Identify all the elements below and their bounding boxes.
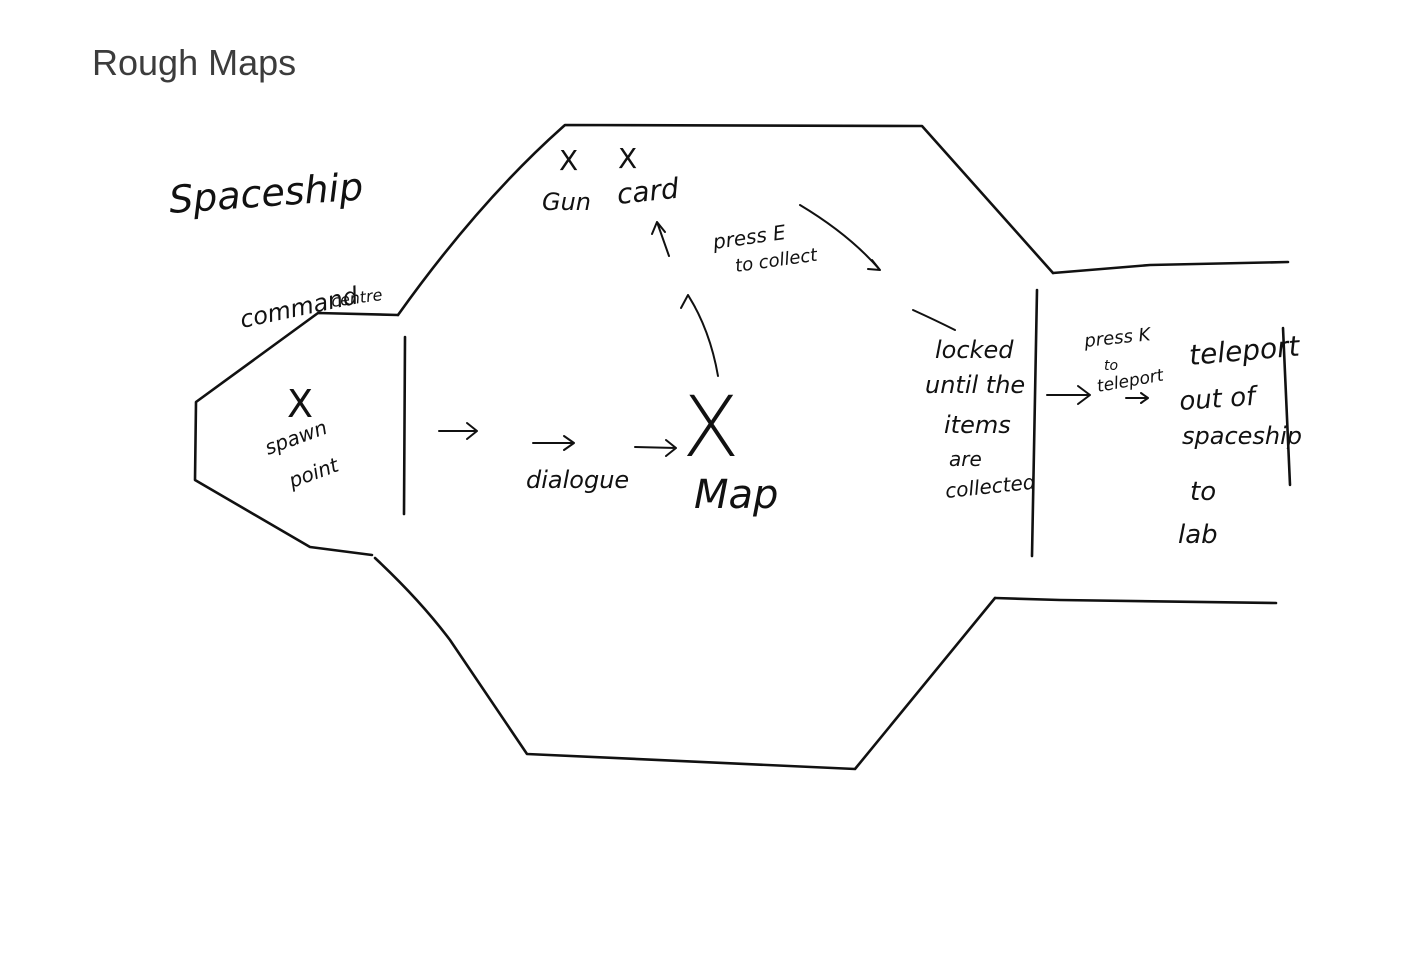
label-to: to bbox=[1190, 477, 1216, 507]
arrow-from-command bbox=[438, 422, 478, 440]
label-until-the: until the bbox=[925, 371, 1025, 399]
arrow-door-hook bbox=[912, 309, 956, 331]
main-hall-room bbox=[373, 123, 1055, 771]
label-lab: lab bbox=[1178, 520, 1218, 550]
label-are: are bbox=[949, 447, 982, 471]
label-collected: collected bbox=[944, 470, 1037, 503]
label-spaceship-dest: spaceship bbox=[1182, 422, 1302, 450]
spawn-marker: X bbox=[287, 382, 313, 426]
label-gun: Gun bbox=[542, 188, 591, 216]
page-title: Rough Maps bbox=[92, 42, 297, 83]
arrow-map-up bbox=[680, 294, 719, 377]
arrow-to-locked-door bbox=[799, 204, 881, 271]
label-point: point bbox=[285, 452, 343, 493]
command-centre-room bbox=[193, 311, 407, 557]
label-locked: locked bbox=[935, 336, 1014, 364]
teleport-corridor bbox=[993, 260, 1292, 605]
arrow-to-teleport bbox=[1046, 385, 1091, 405]
label-press-k-to: to bbox=[1104, 358, 1118, 374]
arrow-to-items bbox=[651, 221, 670, 257]
gun-marker: X bbox=[559, 144, 578, 177]
arrow-small-teleport bbox=[1125, 392, 1149, 404]
label-dialogue: dialogue bbox=[526, 466, 629, 494]
arrow-to-dialogue bbox=[532, 435, 575, 451]
label-card: card bbox=[615, 172, 680, 211]
label-items: items bbox=[944, 411, 1011, 439]
label-map: Map bbox=[694, 472, 778, 518]
label-out-of: out of bbox=[1178, 381, 1260, 416]
label-press-e: press E bbox=[710, 220, 787, 254]
card-marker: X bbox=[618, 142, 637, 175]
flow-arrows bbox=[438, 204, 1149, 457]
arrow-to-map bbox=[634, 439, 677, 457]
label-spaceship: Spaceship bbox=[168, 165, 365, 222]
label-press-k: press K bbox=[1082, 324, 1152, 352]
map-marker: X bbox=[682, 378, 740, 476]
